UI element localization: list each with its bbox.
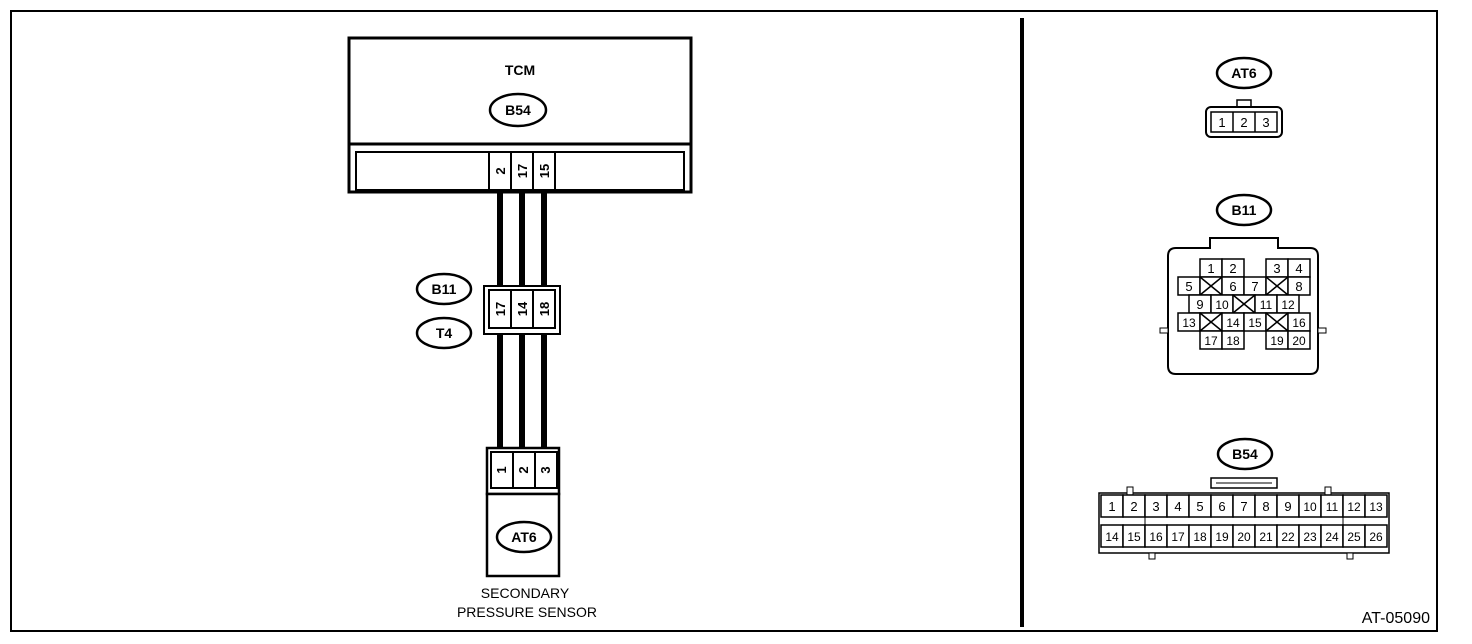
at6-connector-face: AT6 1 2 3 (1205, 56, 1283, 138)
at6-face-badge (1215, 56, 1273, 90)
b54-pin: 20 (1237, 530, 1251, 544)
outer-frame (10, 10, 1438, 632)
b11-pin: 12 (1281, 298, 1295, 312)
b54-cavity (1364, 494, 1388, 518)
tcm-pin: 17 (515, 164, 530, 178)
b11-pin: 16 (1292, 316, 1306, 330)
tcm-box (347, 36, 693, 146)
b54-pin: 24 (1325, 530, 1339, 544)
b11-pin: 20 (1292, 334, 1306, 348)
b54-pin: 25 (1347, 530, 1361, 544)
b54-pin: 15 (1127, 530, 1141, 544)
b11-pin: 5 (1185, 279, 1192, 294)
tcm-unit: TCM B54 2 17 15 (347, 36, 693, 194)
tcm-pin: 2 (493, 167, 508, 174)
b54-pin: 8 (1262, 499, 1269, 514)
b54-pin: 12 (1347, 500, 1361, 514)
tcm-connector-badge (488, 92, 548, 128)
b54-connector-face: B54 114215316417518619720821922102311241… (1098, 437, 1390, 560)
b54-pin: 19 (1215, 530, 1229, 544)
b11-pin: 10 (1215, 298, 1229, 312)
sensor-pin: 1 (494, 466, 509, 473)
tcm-label: TCM (505, 62, 535, 78)
figure-code: AT-05090 (1362, 610, 1430, 627)
b11-pin: 9 (1196, 297, 1203, 312)
b54-pin: 14 (1105, 530, 1119, 544)
tcm-pin: 15 (537, 164, 552, 178)
b54-pin: 13 (1369, 500, 1383, 514)
b11-pin: 2 (1229, 261, 1236, 276)
b54-pin: 17 (1171, 530, 1185, 544)
b54-pin: 9 (1284, 499, 1291, 514)
joint-connector: 17 14 18 B11 T4 (415, 272, 561, 350)
b54-pin: 3 (1152, 499, 1159, 514)
sensor-name-line2: PRESSURE SENSOR (457, 604, 597, 620)
b54-pin: 11 (1326, 500, 1339, 514)
at6-face-label: AT6 (1231, 65, 1257, 81)
secondary-pressure-sensor: 1 2 3 AT6 SECONDARY PRESSURE SENSOR (457, 446, 597, 620)
b54-cavity (1364, 524, 1388, 548)
b11-pin: 1 (1207, 261, 1214, 276)
b11-cavity (1221, 330, 1245, 350)
b54-pin: 2 (1130, 499, 1137, 514)
b11-label: B11 (432, 281, 457, 297)
b11-pin: 18 (1226, 334, 1240, 348)
harness-upper (497, 192, 547, 290)
t4-badge (415, 316, 473, 350)
b54-pin: 23 (1303, 530, 1317, 544)
b11-pin: 4 (1295, 261, 1302, 276)
b11-pin: 11 (1260, 298, 1273, 312)
b11-pin: 6 (1229, 279, 1236, 294)
joint-pin-block (488, 289, 556, 329)
sensor-name-line1: SECONDARY (481, 585, 570, 601)
at6-badge (495, 520, 553, 554)
b54-pin: 4 (1174, 499, 1181, 514)
tcm-pin-block (488, 151, 556, 191)
b54-pin: 7 (1240, 499, 1247, 514)
b11-pin: 14 (1226, 316, 1240, 330)
tcm-connector-label: B54 (505, 102, 531, 118)
b11-face-badge (1215, 193, 1273, 227)
b54-face-cavities: 1 14 2 15 3 16 4 17 5 18 6 19 7 20 8 21 9 22 10 23 11 24 12 25 1… (1098, 486, 1390, 560)
b54-pin: 1 (1108, 499, 1115, 514)
at6-face-pin: 3 (1262, 115, 1269, 130)
b54-pin: 18 (1193, 530, 1207, 544)
b54-pin: 22 (1281, 530, 1295, 544)
b54-face-label: B54 (1232, 446, 1258, 462)
b54-pin: 10 (1303, 500, 1317, 514)
b54-pin: 5 (1196, 499, 1203, 514)
b54-pin: 26 (1369, 530, 1383, 544)
b11-pin: 8 (1295, 279, 1302, 294)
b11-cavity (1287, 330, 1311, 350)
b11-badge (415, 272, 473, 306)
b11-pin: 15 (1248, 316, 1262, 330)
b11-face-label: B11 (1232, 202, 1257, 218)
b54-pin: 6 (1218, 499, 1225, 514)
b54-pin: 16 (1149, 530, 1163, 544)
harness-lower (497, 334, 547, 452)
b11-pin: 13 (1182, 316, 1196, 330)
sensor-pin-block (490, 451, 558, 489)
sensor-pin: 2 (516, 466, 531, 473)
at6-label: AT6 (511, 529, 537, 545)
at6-face-pin: 2 (1240, 115, 1247, 130)
joint-pin: 18 (537, 302, 552, 316)
at6-face-pin: 1 (1218, 115, 1225, 130)
sensor-pin: 3 (538, 466, 553, 473)
joint-pin: 14 (515, 301, 530, 316)
b54-pin: 21 (1259, 530, 1273, 544)
b11-pin: 19 (1270, 334, 1284, 348)
b11-pin: 3 (1273, 261, 1280, 276)
b11-pin: 17 (1204, 334, 1218, 348)
b11-pin: 7 (1251, 279, 1258, 294)
t4-label: T4 (436, 325, 453, 341)
joint-pin: 17 (493, 302, 508, 316)
b54-face-badge (1216, 437, 1274, 471)
